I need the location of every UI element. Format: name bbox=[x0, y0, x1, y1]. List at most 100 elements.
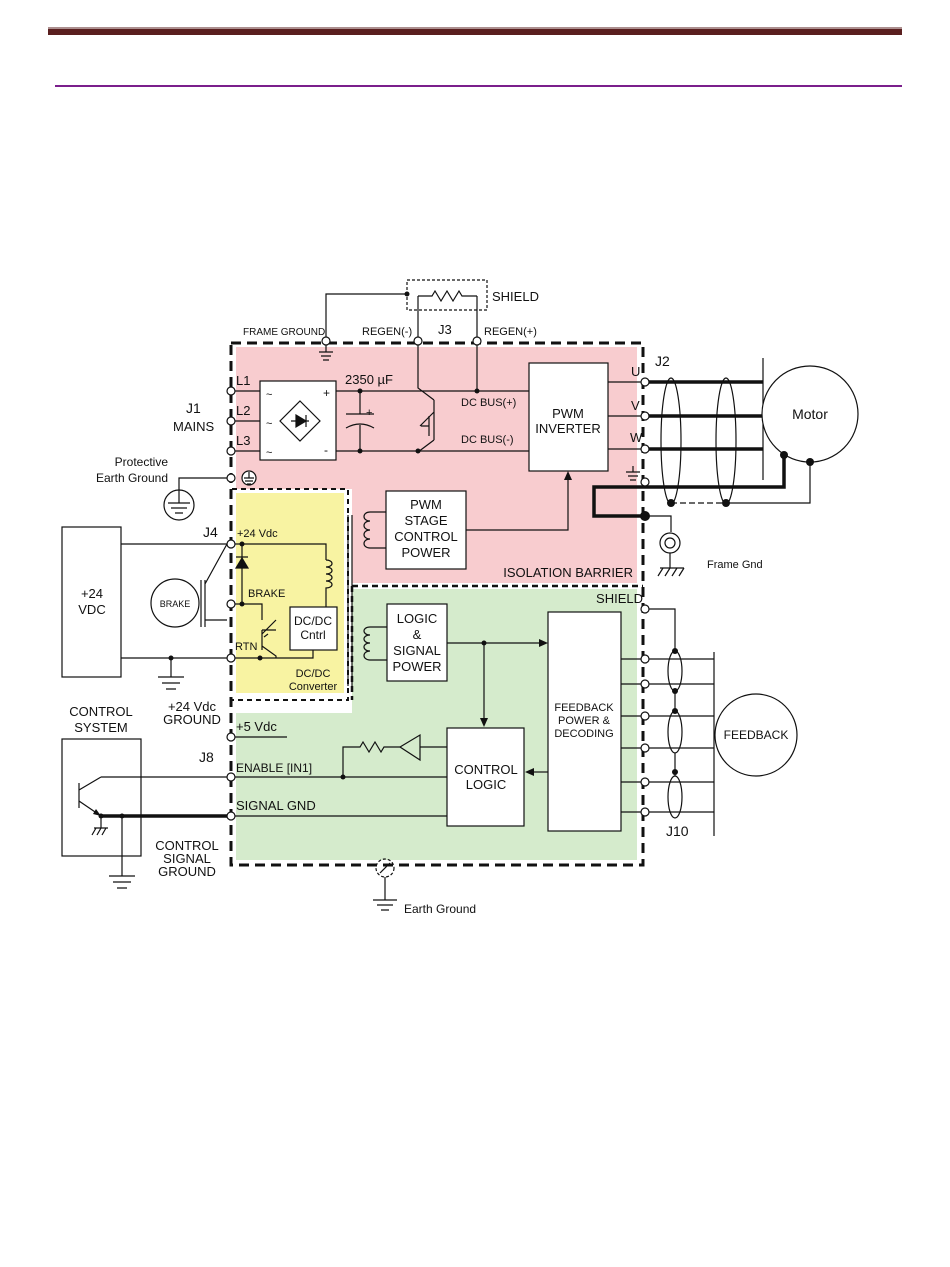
j10-connector bbox=[621, 604, 715, 836]
regen-minus-terminal bbox=[413, 336, 423, 346]
l1-terminal bbox=[226, 386, 236, 396]
pwm-stage-text-1: PWM bbox=[410, 497, 442, 512]
rectifier-ac-2: ~ bbox=[266, 418, 272, 430]
protective-earth-icon-lines bbox=[168, 490, 190, 514]
pwm-inverter-text-2: INVERTER bbox=[535, 421, 601, 436]
pair-dot-1 bbox=[672, 648, 678, 654]
rectifier-plus: + bbox=[323, 386, 330, 400]
control-logic-text-2: LOGIC bbox=[466, 777, 506, 792]
regen-resistor bbox=[418, 289, 477, 303]
cable-shield-1 bbox=[660, 377, 682, 505]
logic-to-feedback-arrow-icon bbox=[539, 639, 548, 647]
logic-to-control-arrow-icon bbox=[480, 718, 488, 727]
dcdc-primary-coil bbox=[325, 559, 333, 607]
motor-ground-bar bbox=[592, 455, 786, 518]
frame-ground-symbol bbox=[319, 345, 333, 361]
l2-terminal bbox=[226, 416, 236, 426]
earth-ground-label: Earth Ground bbox=[404, 902, 476, 916]
brake-label: BRAKE bbox=[248, 588, 285, 600]
pwm-stage-to-inverter bbox=[466, 478, 569, 531]
j10-terminal-1 bbox=[640, 654, 650, 664]
twisted-pair-shield-1 bbox=[667, 650, 683, 692]
w-terminal bbox=[640, 444, 650, 454]
feedback-device-symbol bbox=[714, 693, 798, 777]
logic-text-3: SIGNAL bbox=[393, 643, 441, 658]
j3-label: J3 bbox=[438, 322, 452, 337]
control-logic-text-1: CONTROL bbox=[454, 762, 518, 777]
j4-brake-terminal bbox=[226, 599, 236, 609]
earth-ground-stud-slash bbox=[379, 862, 391, 874]
feedback-to-control-arrow-icon bbox=[525, 768, 534, 776]
logic-text-4: POWER bbox=[392, 659, 441, 674]
brake-transistor bbox=[235, 603, 277, 658]
pwm-stage-text-4: POWER bbox=[401, 545, 450, 560]
l3-label: L3 bbox=[236, 433, 250, 448]
frame-ground-wire bbox=[325, 293, 407, 341]
pwm-inverter-text-1: PWM bbox=[552, 406, 584, 421]
enable-pullup-resistor bbox=[342, 740, 400, 777]
j4-rtn-terminal bbox=[226, 653, 236, 663]
dc-bus-plus-label: DC BUS(+) bbox=[461, 397, 516, 409]
feedback-decoding-box bbox=[547, 611, 622, 832]
brake-wires bbox=[200, 543, 228, 627]
l1-label: L1 bbox=[236, 373, 250, 388]
supply-box bbox=[61, 526, 122, 678]
logic-text-2: & bbox=[413, 627, 422, 642]
regen-plus-terminal bbox=[472, 336, 482, 346]
gnd24-label-1: +24 Vdc bbox=[168, 699, 217, 714]
ctrl-sig-gnd-label-1: CONTROL bbox=[155, 838, 219, 853]
j8-label: J8 bbox=[199, 749, 214, 765]
l3-terminal bbox=[226, 446, 236, 456]
pwm-stage-arrow-icon bbox=[564, 471, 572, 480]
supply-text-1: +24 bbox=[81, 586, 103, 601]
rectifier-diamond bbox=[279, 400, 321, 442]
enable-terminal bbox=[226, 772, 236, 782]
control-gnd-symbol bbox=[109, 816, 135, 889]
v-label: V bbox=[631, 398, 640, 413]
motor-ground-wires bbox=[726, 462, 811, 504]
j10-terminal-5 bbox=[640, 777, 650, 787]
regen-plus-label: REGEN(+) bbox=[484, 326, 537, 338]
earth-ground-stud-icon bbox=[375, 858, 395, 878]
regen-minus-junction bbox=[415, 448, 421, 454]
rectifier-diode-icon bbox=[291, 413, 309, 429]
earth-ground-symbol bbox=[373, 877, 397, 911]
frame-ground-label: FRAME GROUND bbox=[243, 327, 325, 338]
control-transistor-arrow-icon bbox=[93, 809, 101, 816]
rectifier-ac-3: ~ bbox=[266, 447, 272, 459]
cable-shield-2 bbox=[715, 377, 737, 505]
feedback-circle-label: FEEDBACK bbox=[724, 728, 789, 742]
l2-label: L2 bbox=[236, 403, 250, 418]
frame-gnd-symbol bbox=[657, 553, 685, 577]
logic-power-coil bbox=[363, 626, 387, 661]
v-terminal bbox=[640, 411, 650, 421]
j4-label: J4 bbox=[203, 524, 218, 540]
u-terminal bbox=[640, 377, 650, 387]
brake-symbol bbox=[150, 578, 200, 628]
shield-junction bbox=[404, 291, 410, 297]
dcdc-24v-wire bbox=[235, 543, 327, 560]
plus24vdc-label: +24 Vdc bbox=[237, 528, 278, 540]
j10-terminal-3 bbox=[640, 711, 650, 721]
plus5v-terminal bbox=[226, 732, 236, 742]
control-system-label-1: CONTROL bbox=[69, 704, 133, 719]
supply-text-2: VDC bbox=[78, 602, 105, 617]
frame-gnd-wire bbox=[645, 515, 672, 532]
protective-label-2: Earth Ground bbox=[96, 471, 168, 485]
enable-label: ENABLE [IN1] bbox=[236, 761, 312, 775]
dcdc-barrier-border bbox=[232, 488, 349, 701]
j10-outer-wires bbox=[649, 658, 714, 813]
mains-label: MAINS bbox=[173, 419, 215, 434]
j10-label: J10 bbox=[666, 823, 689, 839]
dc-bus-minus-label: DC BUS(-) bbox=[461, 434, 514, 446]
signal-gnd-label: SIGNAL GND bbox=[236, 798, 316, 813]
motor-ground-terminal bbox=[640, 477, 650, 487]
control-system-transistor bbox=[78, 776, 231, 836]
dcdc-conv-text-2: Converter bbox=[289, 681, 338, 693]
shield-dot-2 bbox=[722, 499, 730, 507]
pe-terminal bbox=[226, 473, 236, 483]
control-system-box bbox=[61, 738, 142, 857]
plus5vdc-label: +5 Vdc bbox=[236, 719, 277, 734]
ctrl-sig-gnd-label-2: SIGNAL bbox=[163, 851, 211, 866]
